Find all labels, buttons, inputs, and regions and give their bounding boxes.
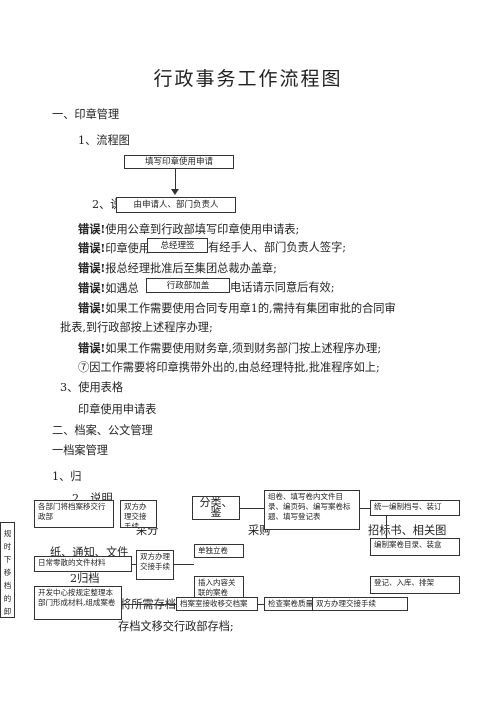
archive-flow-connector	[174, 564, 194, 565]
archive-flow-connector	[122, 604, 176, 605]
archive-flow-connector	[386, 516, 387, 546]
para-line: 2归档	[70, 572, 100, 585]
archive-flow-receive: 档案室接收移交档案	[176, 597, 258, 611]
archive-flow-connector	[360, 508, 370, 509]
seal-flow-signature-box: 由申请人、部门负责人	[116, 197, 236, 213]
error-label: 错误!	[78, 241, 106, 255]
archive-flow-register: 登记、入库、排架	[370, 576, 460, 594]
seal-forms-heading: 3、使用表格	[60, 381, 124, 394]
archive-flow-numbering: 统一编制档号、装订	[370, 500, 460, 516]
arrow-down-icon	[171, 189, 179, 195]
archive-flow-connector	[240, 508, 264, 509]
seal-flow-connector	[175, 169, 176, 191]
note-line-2: 错误!印章使用	[78, 241, 151, 255]
para-fragment: 招标书、相关图	[368, 524, 447, 537]
page-title: 行政事务工作流程图	[153, 68, 343, 90]
archive-flow-handover-1: 双方办理交接手续	[120, 500, 157, 528]
archive-subheading: 一档案管理	[52, 444, 108, 457]
seal-flow-apply-box: 填写印章使用申请	[124, 155, 234, 169]
archive-flow-daily-docs: 日常零散的文件材料	[34, 556, 132, 572]
note-line-4b: 电话请示同意后有效;	[230, 281, 335, 294]
note-line-5: 错误!如果工作需要使用合同专用章1的,需持有集团审批的合同审	[78, 301, 396, 315]
para-line: 存档文移交行政部存档;	[118, 620, 234, 633]
seal-flow-gm-box: 总经理签	[147, 238, 208, 253]
seal-form-item: 印章使用申请表	[78, 403, 157, 416]
seal-flowchart-heading: 1、流程图	[78, 134, 130, 147]
archive-flow-side-label: 规时下移档的卸	[3, 529, 12, 616]
note-line-4: 错误!如遇总	[78, 281, 139, 295]
archive-flow-assemble: 组卷、填写卷内文件目录、编页码、编写案卷标题、填写登记表	[264, 490, 360, 530]
note-line-7: ⑦因工作需要将印章携带外出的,由总经理特批,批准程序如上;	[78, 361, 380, 374]
note-line-3: 错误!报总经理批准后至集团总裁办盖章;	[78, 261, 277, 275]
archive-flow-connector	[132, 564, 136, 565]
archive-flow-classify: 分类、鉴	[192, 496, 240, 520]
para-line: 纸、通知、文件	[50, 546, 129, 559]
seal-flow-stamp-box: 行政部加盖	[146, 278, 230, 293]
error-label: 错误!	[78, 281, 106, 295]
note-line-1: 错误!使用公章到行政部填写印章使用申请表;	[78, 222, 300, 236]
archive-flow-connector	[258, 604, 264, 605]
archive-flow-side-label-box: 规时下移档的卸	[0, 522, 15, 618]
error-label: 错误!	[78, 261, 106, 275]
section-archive-heading: 二、档案、公文管理	[52, 424, 153, 437]
archive-flow-dept-transfer: 各部门将档案移交行政部	[34, 500, 114, 528]
note-line-5b: 批表,到行政部按上述程序办理;	[60, 321, 213, 334]
archive-flow-handover-2: 双方办理交接手续	[136, 550, 174, 580]
archive-flow-dev-center: 开发中心按规定整理本部门形成材料,组成案卷	[34, 586, 122, 620]
archive-step-1: 1、归	[52, 470, 82, 483]
error-label: 错误!	[78, 222, 106, 236]
section-seal-heading: 一、印章管理	[52, 108, 120, 121]
error-label: 错误!	[78, 301, 106, 315]
archive-flow-catalog: 编制案卷目录、装盒	[370, 538, 460, 556]
archive-flow-handover-3: 双方办理交接手续	[312, 597, 408, 611]
note-line-2b: 有经手人、部门负责人签字;	[208, 241, 347, 254]
archive-flow-single-volume: 单独立卷	[194, 544, 244, 558]
error-label: 错误!	[78, 341, 106, 355]
archive-flow-insert-related: 插入内容关联的案卷	[194, 576, 244, 600]
note-line-6: 错误!如果工作需要使用财务章,须到财务部门按上述程序办理;	[78, 341, 382, 355]
